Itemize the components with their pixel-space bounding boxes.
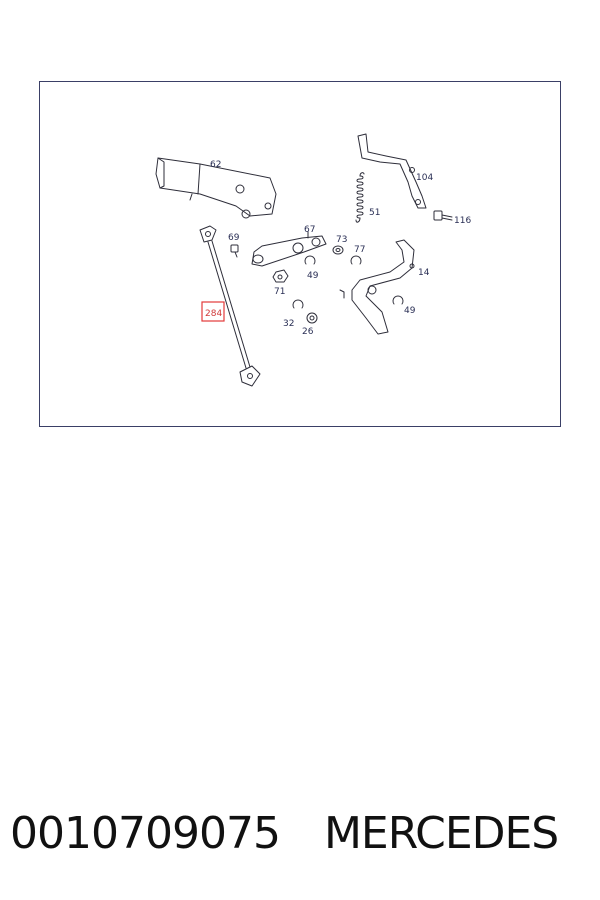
exploded-view-drawing: 62 104 51 116 67 69 73 77 14 49 71 284 3… (155, 133, 471, 387)
callout-284[interactable]: 284 (205, 309, 222, 319)
callout-104[interactable]: 104 (416, 173, 433, 183)
part-71-nut[interactable] (272, 269, 289, 283)
callout-49-right[interactable]: 49 (404, 306, 416, 316)
callout-73[interactable]: 73 (336, 235, 347, 245)
part-26-bushing[interactable] (306, 312, 318, 324)
callout-116[interactable]: 116 (454, 216, 471, 226)
part-32-clip[interactable] (292, 299, 304, 309)
part-51-spring[interactable] (355, 172, 365, 223)
part-284-connecting-rod[interactable] (199, 225, 261, 387)
parts-diagram: 62 104 51 116 67 69 73 77 14 49 71 284 3… (39, 81, 561, 427)
callout-14[interactable]: 14 (418, 268, 430, 278)
brand-name: MERCEDES (323, 807, 559, 859)
part-73-washer[interactable] (332, 245, 344, 255)
part-67-shaft[interactable] (251, 231, 327, 267)
part-116-bolt[interactable] (433, 210, 453, 221)
callout-67[interactable]: 67 (304, 225, 315, 235)
callout-69[interactable]: 69 (228, 233, 240, 243)
callout-62[interactable]: 62 (210, 160, 221, 170)
part-49-clip-right[interactable] (392, 295, 404, 305)
callout-71[interactable]: 71 (274, 287, 285, 297)
part-69-screw[interactable] (230, 244, 239, 258)
callout-49-left[interactable]: 49 (307, 271, 319, 281)
part-49-clip-left[interactable] (304, 255, 316, 265)
callout-77[interactable]: 77 (354, 245, 365, 255)
callout-51[interactable]: 51 (369, 208, 380, 218)
product-caption: 0010709075 MERCEDES (10, 798, 600, 868)
part-14-lever[interactable] (339, 239, 415, 335)
part-number: 0010709075 (10, 807, 281, 859)
part-104-bracket[interactable] (357, 133, 427, 209)
part-62-bracket[interactable] (155, 157, 277, 219)
callout-26[interactable]: 26 (302, 327, 314, 337)
part-77-clip[interactable] (350, 255, 362, 265)
highlight-box (201, 301, 225, 322)
callout-32[interactable]: 32 (283, 319, 294, 329)
